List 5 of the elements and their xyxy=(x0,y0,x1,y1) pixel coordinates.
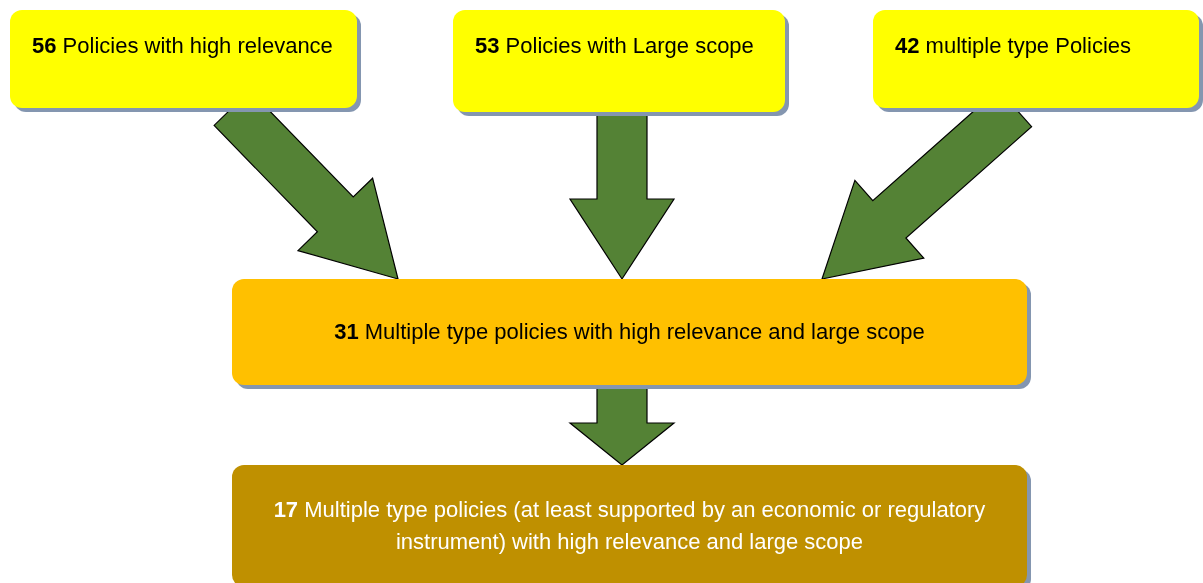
box-text: 42 multiple type Policies xyxy=(895,32,1132,60)
box-text: 53 Policies with Large scope xyxy=(475,32,754,60)
box-text: 17 Multiple type policies (at least supported by an economic or regulatory instrument) with high relevance and large scope xyxy=(272,496,987,556)
box-text: 31 Multiple type policies with high relevance and large scope xyxy=(334,318,925,347)
box-text: 56 Policies with high relevance xyxy=(32,32,333,60)
